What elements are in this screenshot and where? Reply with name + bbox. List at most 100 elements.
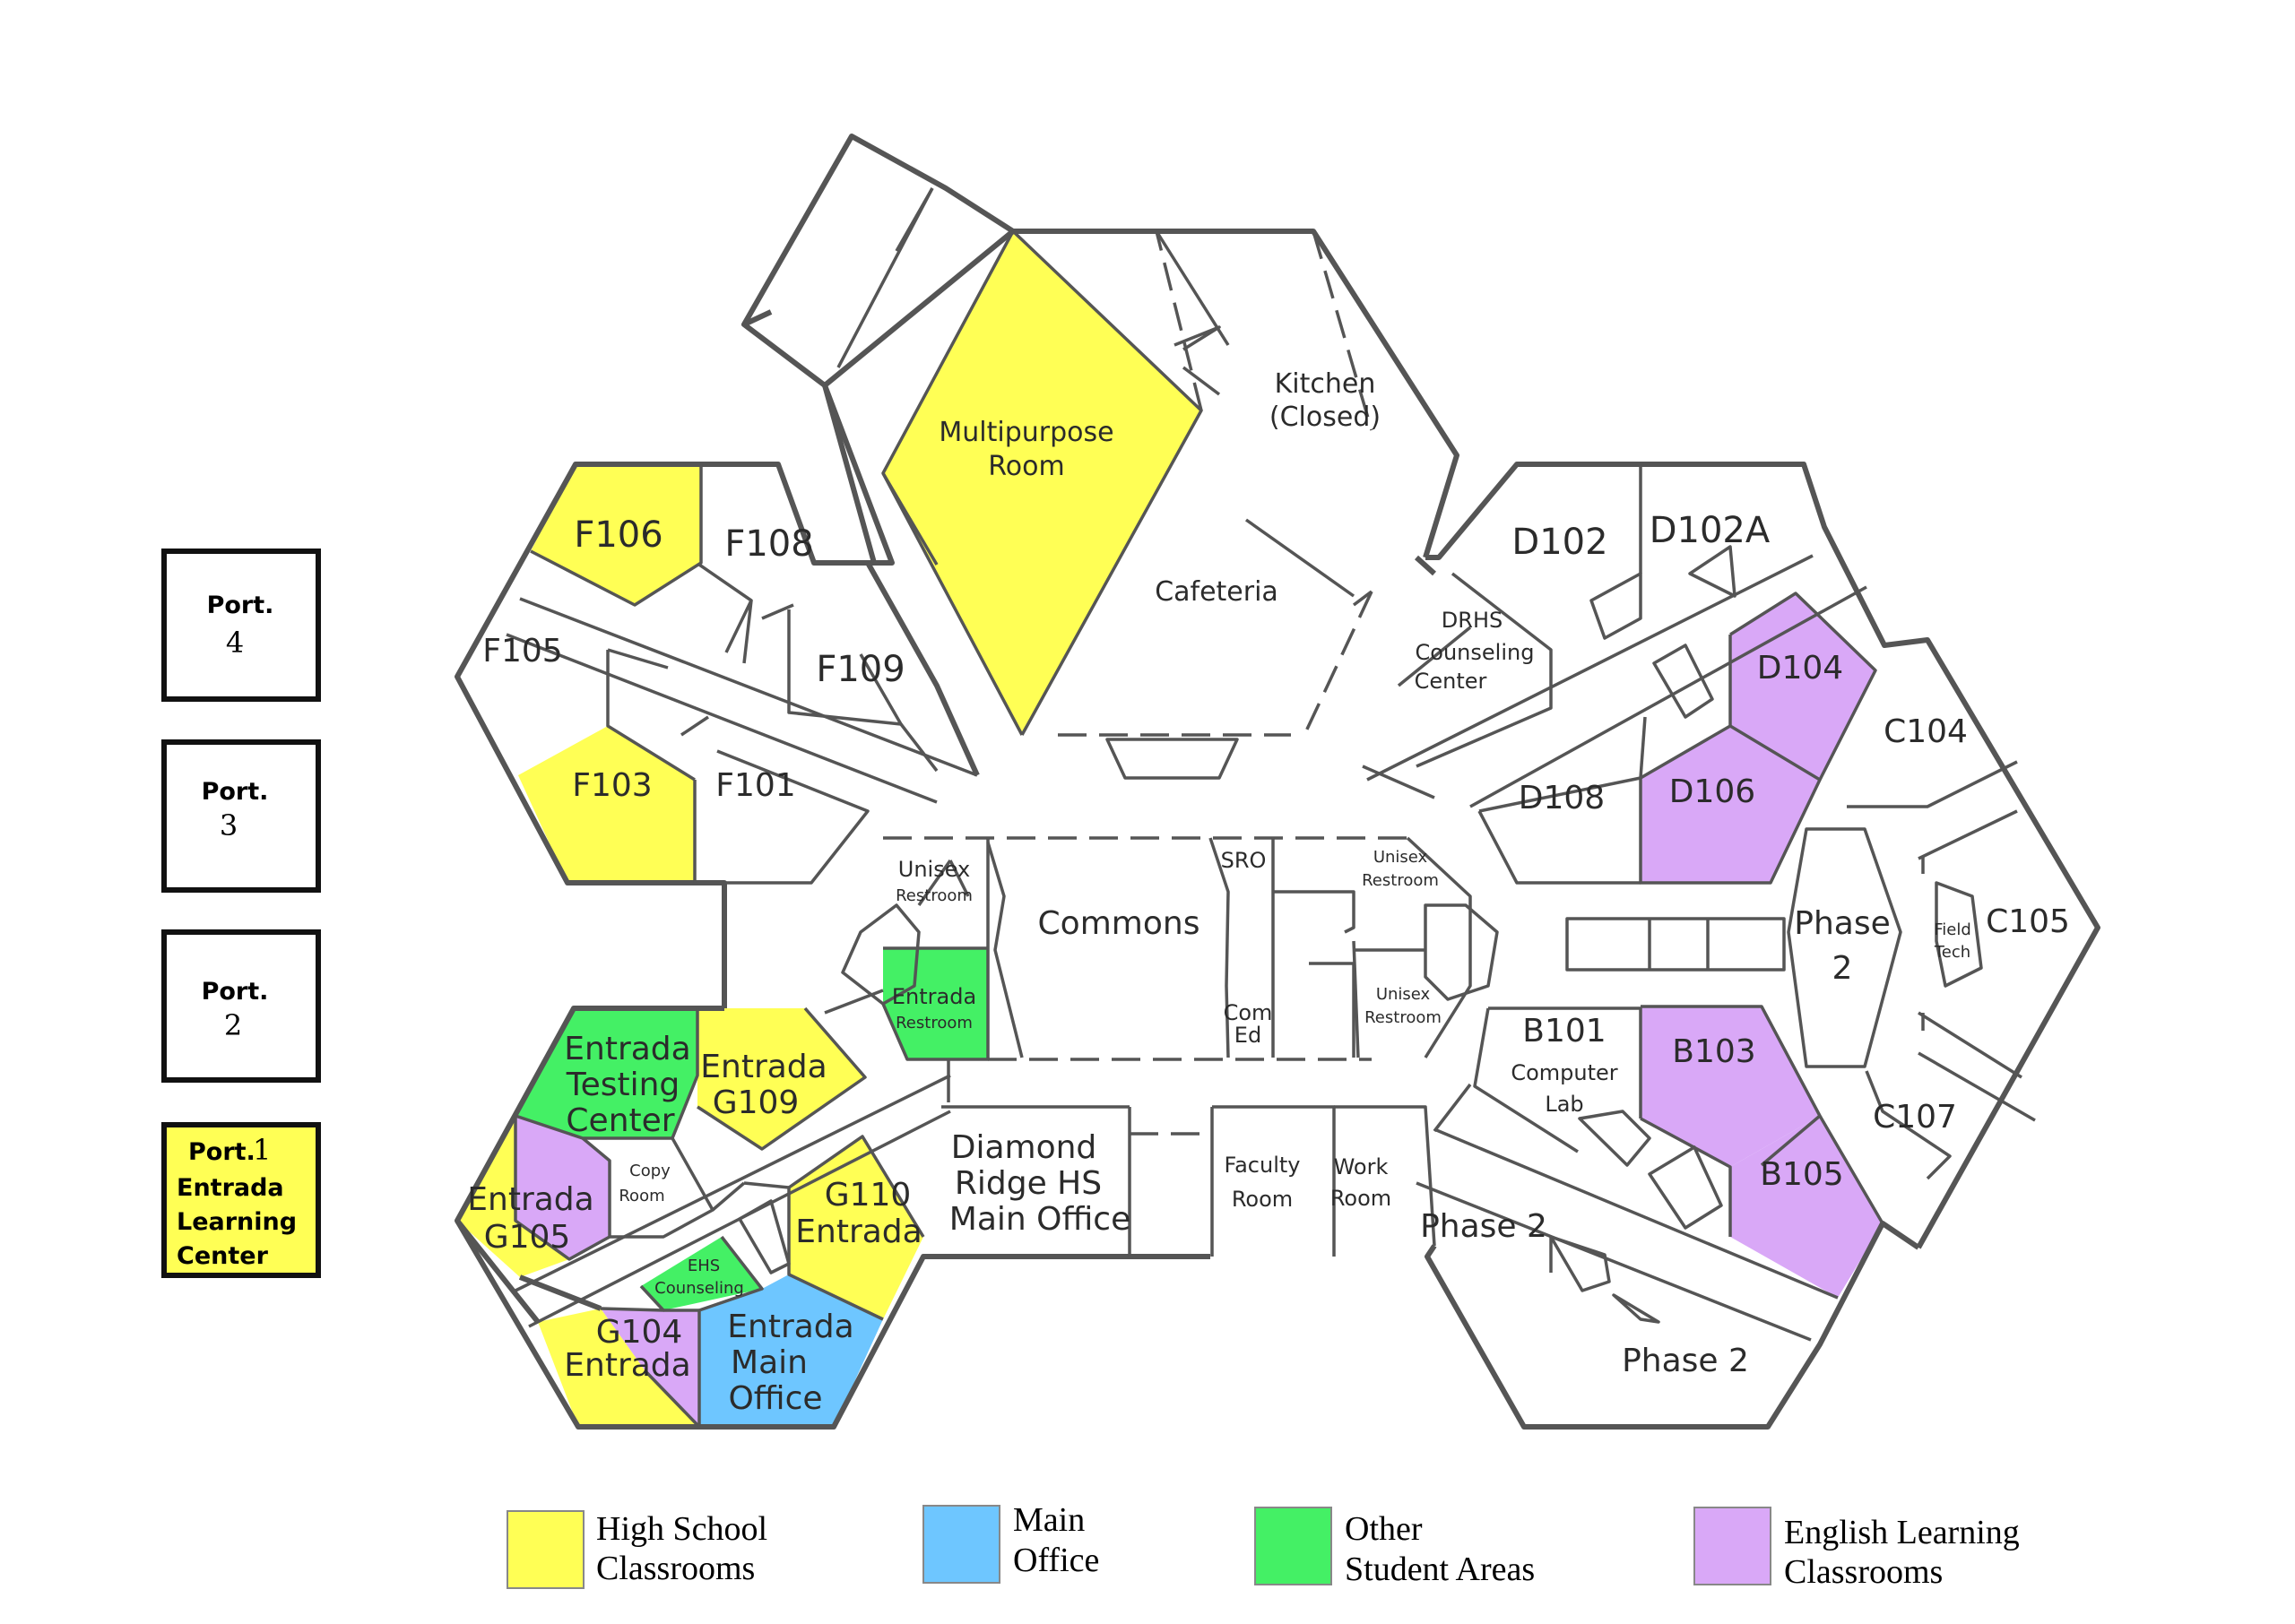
multipurpose-room-fill[interactable] [883, 231, 1201, 735]
label-f101: F101 [715, 767, 795, 804]
svg-text:Testing: Testing [566, 1067, 680, 1103]
svg-text:1: 1 [253, 1133, 271, 1167]
svg-text:Counseling: Counseling [1416, 640, 1535, 665]
label-d102a: D102A [1650, 510, 1771, 551]
b103-fill[interactable] [1641, 1006, 1820, 1167]
svg-text:Restroom: Restroom [1364, 1008, 1442, 1027]
room-labels: Multipurpose Room Kitchen (Closed) Cafet… [467, 368, 2070, 1417]
g104-eng-fill[interactable] [601, 1309, 699, 1427]
label-d104: D104 [1757, 650, 1843, 687]
ehs-counseling-fill[interactable] [641, 1237, 762, 1310]
label-diamond-ridge-office: Diamond [951, 1129, 1097, 1166]
svg-text:Port.: Port. [202, 778, 269, 806]
f103-fill[interactable] [518, 726, 695, 883]
label-b101: B101 [1522, 1013, 1606, 1050]
label-multipurpose: Multipurpose [939, 417, 1113, 448]
label-sro: SRO [1221, 848, 1267, 873]
entrada-testing-fill[interactable] [515, 1008, 697, 1138]
label-unisex-2: Unisex [1373, 848, 1428, 867]
svg-text:Port.: Port. [202, 978, 269, 1006]
svg-text:Restroom: Restroom [1362, 871, 1439, 890]
d-wing-wall [1425, 462, 2100, 1249]
svg-text:Lab: Lab [1545, 1092, 1583, 1117]
label-com-ed: Com [1224, 1000, 1273, 1025]
label-commons: Commons [1038, 905, 1200, 942]
label-c104: C104 [1884, 713, 1968, 750]
svg-text:Room: Room [619, 1187, 664, 1205]
g104-hs-fill[interactable] [538, 1309, 699, 1427]
label-entrada-restroom: Entrada [892, 984, 976, 1009]
svg-text:(Closed): (Closed) [1269, 402, 1381, 433]
svg-text:G109: G109 [713, 1084, 800, 1121]
svg-text:Learning: Learning [177, 1208, 297, 1236]
svg-text:Ridge HS: Ridge HS [955, 1165, 1102, 1202]
label-c107: C107 [1873, 1099, 1957, 1136]
svg-text:Other: Other [1345, 1510, 1423, 1548]
interior-walls [506, 187, 2036, 1429]
label-g104: G104 [596, 1314, 683, 1351]
g109-fill[interactable] [697, 1008, 865, 1149]
svg-text:4: 4 [226, 626, 244, 660]
f106-fill[interactable] [531, 464, 701, 605]
label-drhs: DRHS [1442, 608, 1503, 633]
portable-2[interactable]: Port. 2 [161, 929, 321, 1083]
svg-text:Office: Office [1013, 1542, 1099, 1579]
label-copy-room: Copy [629, 1162, 671, 1180]
label-ehs-counseling: EHS [688, 1257, 720, 1275]
label-b103: B103 [1672, 1033, 1755, 1070]
label-b105: B105 [1760, 1156, 1843, 1193]
svg-text:Restroom: Restroom [896, 886, 973, 905]
label-cafeteria: Cafeteria [1155, 576, 1278, 608]
g105-hs-fill[interactable] [457, 1116, 569, 1277]
svg-text:Room: Room [988, 451, 1064, 482]
label-unisex-3: Unisex [1376, 985, 1431, 1004]
svg-text:Main: Main [731, 1344, 808, 1381]
svg-text:Classrooms: Classrooms [1784, 1553, 1943, 1591]
d106-fill[interactable] [1641, 726, 1820, 883]
label-entrada-testing: Entrada [564, 1031, 690, 1067]
svg-text:Entrada: Entrada [564, 1347, 690, 1384]
portable-4[interactable]: Port. 4 [161, 549, 321, 702]
g105-eng-fill[interactable] [515, 1116, 610, 1259]
svg-text:Center: Center [566, 1102, 674, 1139]
label-d106: D106 [1669, 773, 1755, 810]
portable-1[interactable]: Port. 1 Entrada Learning Center [161, 1122, 321, 1278]
label-f109: F109 [816, 649, 905, 690]
svg-text:Counseling: Counseling [654, 1279, 744, 1298]
g-wing-wall [455, 1006, 1156, 1430]
svg-text:Tech: Tech [1934, 943, 1970, 962]
svg-text:Entrada: Entrada [795, 1214, 922, 1250]
legend-english-learning: English Learning Classrooms [1693, 1507, 2020, 1591]
label-c105: C105 [1986, 903, 2070, 940]
legend: High School Classrooms Main Office Other… [507, 1501, 2020, 1591]
svg-text:Student Areas: Student Areas [1345, 1551, 1535, 1588]
d104-fill[interactable] [1730, 593, 1875, 780]
svg-text:2: 2 [1832, 950, 1853, 987]
svg-text:Restroom: Restroom [896, 1014, 973, 1032]
label-faculty-room: Faculty [1225, 1153, 1301, 1178]
svg-text:Entrada: Entrada [177, 1174, 284, 1202]
label-f103: F103 [572, 767, 652, 804]
svg-text:Port.: Port. [188, 1138, 255, 1166]
room-fills [457, 231, 1883, 1427]
svg-text:Office: Office [728, 1380, 822, 1417]
label-d108: D108 [1519, 780, 1605, 816]
label-g109: Entrada [700, 1049, 827, 1085]
label-work-room: Work [1334, 1154, 1389, 1179]
legend-main-office: Main Office [922, 1501, 1099, 1584]
label-kitchen: Kitchen [1275, 368, 1376, 400]
svg-text:Main: Main [1013, 1501, 1085, 1539]
svg-text:Ed: Ed [1234, 1023, 1261, 1048]
entrada-main-office-fill[interactable] [699, 1274, 883, 1427]
svg-text:Center: Center [1415, 669, 1487, 694]
svg-text:Room: Room [1232, 1187, 1293, 1212]
label-phase2-left: Phase 2 [1420, 1208, 1547, 1245]
entrada-restroom-fill[interactable] [883, 948, 988, 1059]
svg-text:Room: Room [1330, 1186, 1391, 1211]
svg-text:G105: G105 [484, 1219, 571, 1256]
label-d102: D102 [1511, 522, 1607, 563]
label-g110: G110 [825, 1177, 912, 1214]
portables: Port. 4 Port. 3 Port. 2 Port. 1 Entrada … [161, 549, 321, 1278]
portable-3[interactable]: Port. 3 [161, 739, 321, 893]
